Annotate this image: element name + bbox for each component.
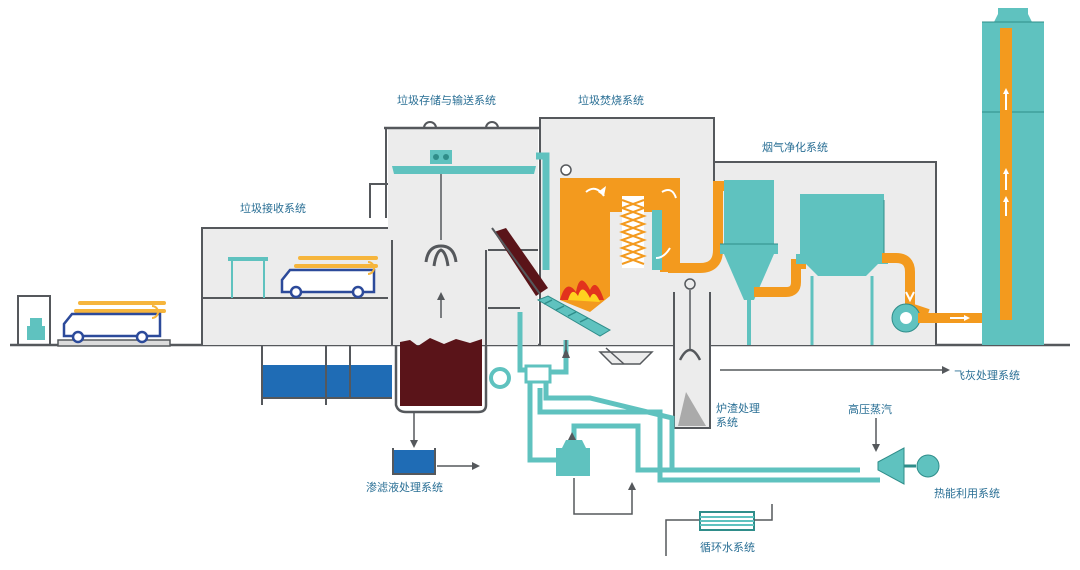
label-incineration-system: 垃圾焚烧系统 xyxy=(578,94,644,107)
label-heat-use-system: 热能利用系统 xyxy=(934,487,1000,500)
weighbridge-station xyxy=(17,295,171,347)
semi-dry-scrubber xyxy=(720,180,778,345)
label-fly-ash-system: 飞灰处理系统 xyxy=(954,369,1020,382)
reception-hall xyxy=(201,227,393,405)
cooling-exchanger xyxy=(665,504,773,556)
bag-filter xyxy=(796,194,888,345)
induced-draft-fan xyxy=(891,303,921,333)
condenser xyxy=(556,432,636,515)
label-storage-system: 垃圾存储与输送系统 xyxy=(397,94,496,107)
heat-exchanger-coils xyxy=(619,199,647,265)
label-reception-system: 垃圾接收系统 xyxy=(240,202,306,215)
pump xyxy=(489,367,511,389)
incinerator-building xyxy=(488,117,715,429)
label-high-pressure-steam: 高压蒸汽 xyxy=(848,403,892,416)
furnace-flames xyxy=(560,280,604,302)
flue-gas-duct xyxy=(668,181,728,273)
turbine-generator xyxy=(872,418,940,485)
label-flue-gas-system: 烟气净化系统 xyxy=(762,141,828,154)
truck-weighing xyxy=(62,301,166,344)
label-leachate-system: 渗滤液处理系统 xyxy=(366,481,443,494)
label-circulating-water-system: 循环水系统 xyxy=(700,541,755,554)
label-slag-system-2: 系统 xyxy=(716,416,738,429)
crane-grab xyxy=(424,244,458,267)
garbage-bunker xyxy=(369,121,540,475)
label-slag-system-1: 炉渣处理 xyxy=(716,402,760,415)
chimney-stack xyxy=(982,8,1044,345)
truck-unloading xyxy=(280,256,378,299)
